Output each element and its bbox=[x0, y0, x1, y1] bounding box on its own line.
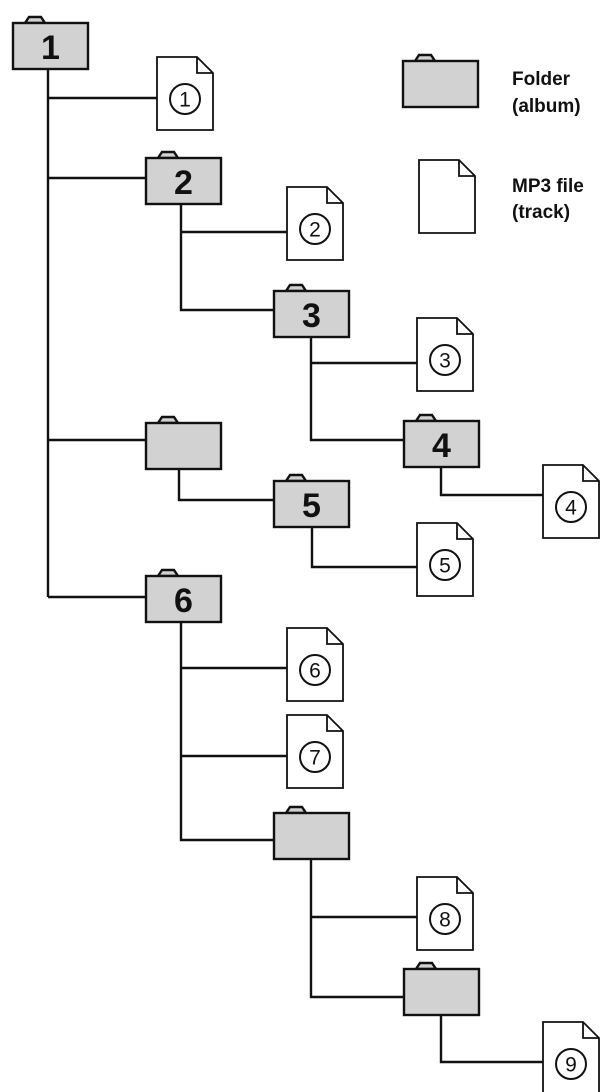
legend-folder-shape bbox=[401, 53, 480, 109]
file-fold-corner bbox=[456, 523, 473, 540]
track-number-circle bbox=[299, 213, 331, 245]
legend-file-icon bbox=[418, 159, 476, 234]
folder-icon bbox=[11, 21, 90, 71]
folder-number: 4 bbox=[432, 427, 451, 465]
file-fold-corner bbox=[456, 877, 473, 894]
file-node-t2: 2 bbox=[286, 186, 344, 261]
tree-connector bbox=[177, 468, 274, 502]
folder-node-fc bbox=[402, 961, 481, 1017]
folder-node-f2: 2 bbox=[144, 150, 223, 206]
track-number-circle bbox=[429, 903, 461, 935]
tree-connectors bbox=[46, 68, 543, 1064]
folder-icon bbox=[402, 967, 481, 1017]
track-number: 6 bbox=[309, 660, 321, 683]
file-node-t8: 8 bbox=[416, 876, 474, 951]
tree-connector bbox=[310, 527, 417, 569]
folder-icon bbox=[144, 421, 223, 471]
folder-icon bbox=[402, 419, 481, 469]
file-node-t6: 6 bbox=[286, 627, 344, 702]
track-number-circle bbox=[299, 741, 331, 773]
track-number: 1 bbox=[179, 89, 191, 112]
file-node-t3: 3 bbox=[416, 317, 474, 392]
track-number-circle bbox=[429, 344, 461, 376]
folder-number: 6 bbox=[174, 582, 193, 620]
file-node-t1: 1 bbox=[156, 56, 214, 131]
file-fold-corner bbox=[326, 628, 343, 645]
legend-folder-label-line1: Folder bbox=[512, 69, 571, 90]
folder-icon bbox=[272, 289, 351, 339]
folder-node-f3: 3 bbox=[272, 283, 351, 339]
folder-node-f6: 6 bbox=[144, 568, 223, 624]
track-number: 7 bbox=[309, 747, 321, 770]
tree-connector bbox=[179, 204, 274, 312]
track-number: 5 bbox=[439, 555, 451, 578]
track-number: 3 bbox=[439, 350, 451, 373]
file-fold-corner bbox=[326, 187, 343, 204]
track-number-circle bbox=[555, 1048, 587, 1080]
track-number: 2 bbox=[309, 219, 321, 242]
file-fold-corner bbox=[456, 318, 473, 335]
folder-icon bbox=[144, 574, 223, 624]
file-node-t5: 5 bbox=[416, 522, 474, 597]
legend: Folder (album) MP3 file (track) bbox=[401, 53, 584, 234]
file-fold-corner bbox=[326, 715, 343, 732]
file-fold-corner bbox=[196, 57, 213, 74]
legend-file-shape bbox=[418, 159, 476, 234]
folder-node-f5: 5 bbox=[272, 473, 351, 529]
track-number-circle bbox=[169, 83, 201, 115]
track-number: 9 bbox=[565, 1054, 577, 1077]
tree-connector bbox=[309, 337, 404, 442]
tree-connector bbox=[439, 467, 543, 497]
folder-icon bbox=[401, 59, 480, 109]
legend-file-label-line2: (track) bbox=[512, 202, 570, 223]
track-number-circle bbox=[299, 654, 331, 686]
file-icon bbox=[418, 159, 476, 234]
legend-folder-label-line2: (album) bbox=[512, 96, 581, 117]
file-fold-corner bbox=[582, 1022, 599, 1039]
tree-connector bbox=[309, 860, 404, 999]
track-number-circle bbox=[429, 549, 461, 581]
tree-nodes: 1 2 3 4 5 6 1 2 3 4 5 6 7 8 9 bbox=[11, 15, 600, 1092]
folder-number: 5 bbox=[302, 487, 321, 525]
folder-icon bbox=[272, 479, 351, 529]
file-node-t4: 4 bbox=[542, 464, 600, 539]
file-fold-corner bbox=[582, 465, 599, 482]
tree-connector bbox=[439, 1015, 543, 1064]
file-node-t7: 7 bbox=[286, 714, 344, 789]
folder-node-fa bbox=[144, 415, 223, 471]
legend-file-label-line1: MP3 file bbox=[512, 176, 584, 197]
folder-node-f4: 4 bbox=[402, 413, 481, 469]
legend-folder-icon bbox=[401, 53, 480, 109]
track-number: 8 bbox=[439, 909, 451, 932]
folder-icon bbox=[144, 156, 223, 206]
tree-connector bbox=[179, 622, 274, 842]
folder-number: 3 bbox=[302, 297, 321, 335]
track-number-circle bbox=[555, 491, 587, 523]
folder-number: 2 bbox=[174, 164, 193, 202]
folder-node-f1: 1 bbox=[11, 15, 90, 71]
file-node-t9: 9 bbox=[542, 1021, 600, 1092]
file-fold-corner bbox=[458, 160, 475, 177]
track-number: 4 bbox=[565, 497, 577, 520]
folder-number: 1 bbox=[41, 29, 60, 67]
folder-icon bbox=[272, 811, 351, 861]
folder-node-fb bbox=[272, 805, 351, 861]
